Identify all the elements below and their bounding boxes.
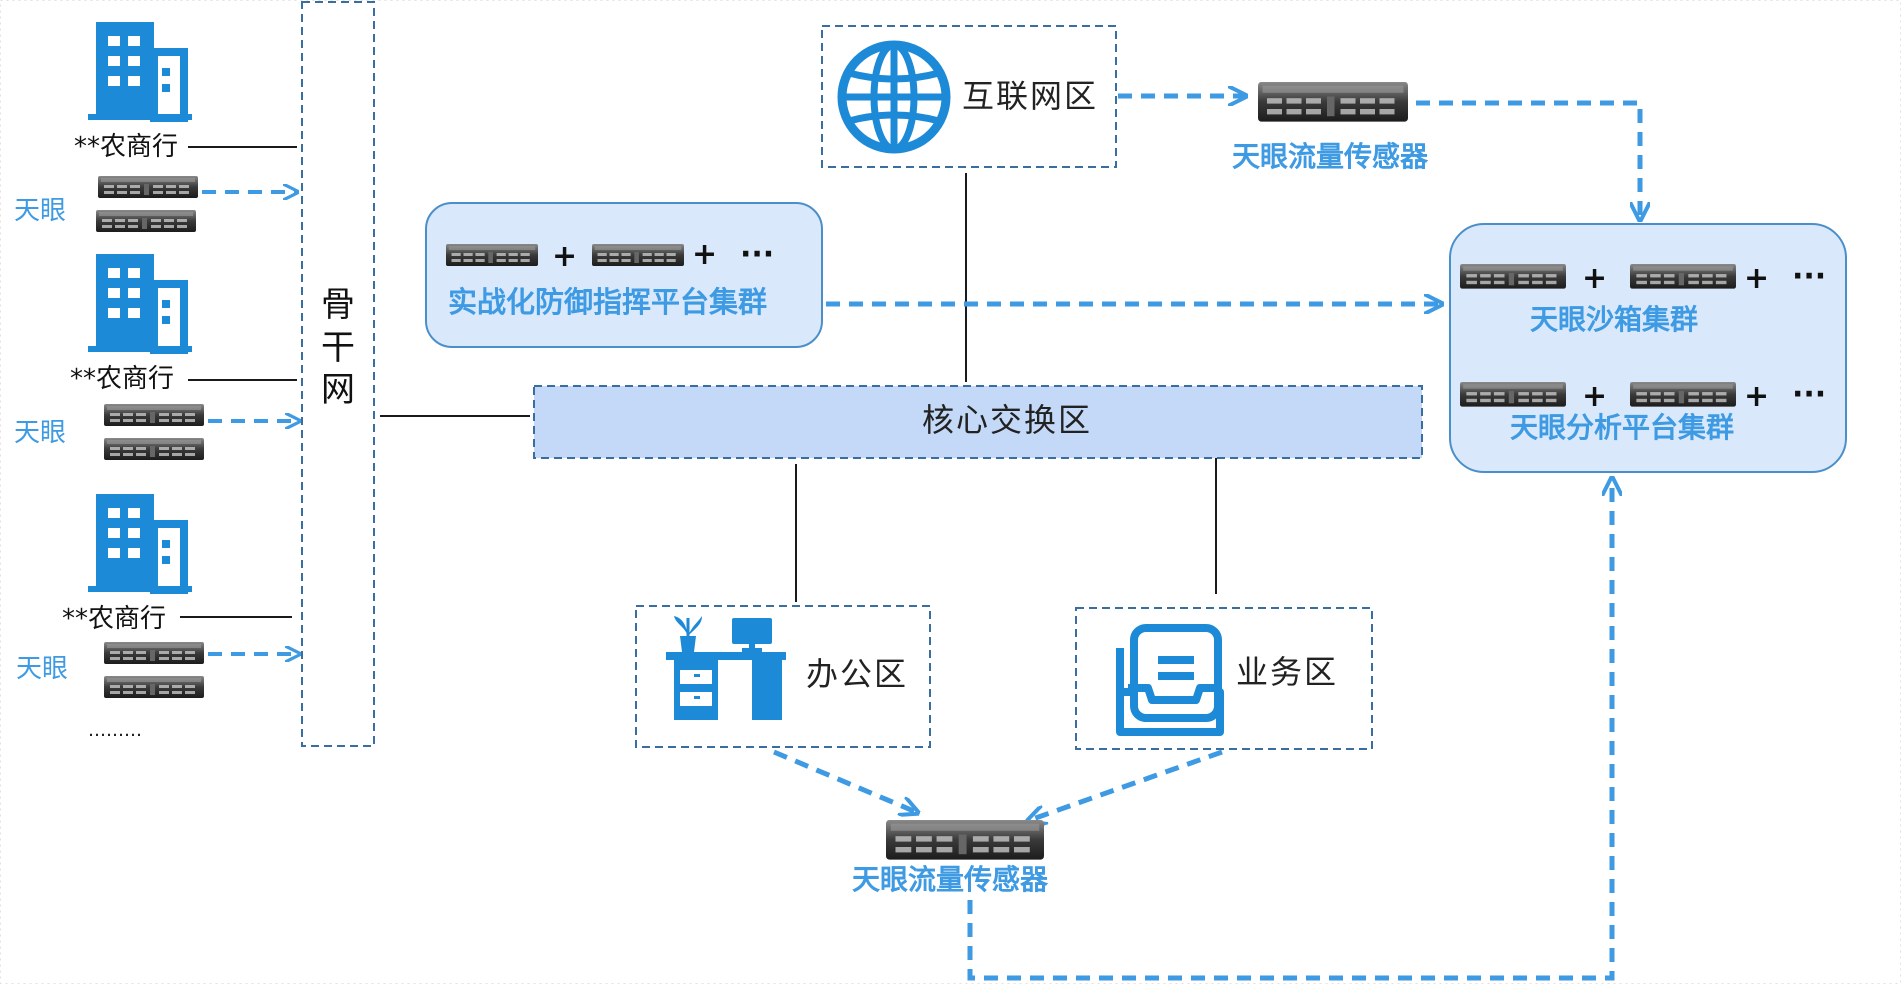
server-icon [104, 438, 204, 460]
business-zone-label: 业务区 [1236, 653, 1339, 691]
server-icon [104, 642, 204, 664]
bank-3-sensor-label: 天眼 [16, 654, 69, 684]
sensor-top-label: 天眼流量传感器 [1232, 140, 1429, 173]
analysis-more: ··· [1792, 377, 1827, 412]
internet-zone-label: 互联网区 [962, 77, 1099, 115]
server-icon [446, 244, 538, 266]
sensor-bottom-label: 天眼流量传感器 [852, 863, 1049, 896]
sandbox-plus-2: + [1744, 261, 1770, 296]
defense-cluster-panel [425, 202, 823, 348]
building-icon [88, 494, 192, 592]
defense-more: ··· [740, 237, 775, 272]
bank-2-name: **农商行 [70, 364, 175, 394]
server-icon [104, 676, 204, 698]
office-zone-label: 办公区 [806, 655, 909, 693]
server-icon [1460, 264, 1566, 289]
server-icon [1630, 264, 1736, 289]
core-zone-box [533, 385, 1423, 459]
building-icon [88, 22, 192, 120]
defense-plus-2: + [692, 237, 718, 272]
server-icon [592, 244, 684, 266]
backbone-label: 骨 干 网 [321, 285, 355, 410]
building-icon [88, 254, 192, 352]
bank-2 [88, 254, 298, 460]
business-zone-box [1075, 607, 1373, 750]
analysis-plus: + [1582, 379, 1608, 414]
document-tray-icon [1120, 628, 1220, 732]
globe-icon [842, 45, 946, 149]
sandbox-cluster-label: 天眼沙箱集群 [1530, 303, 1699, 336]
analysis-plus-2: + [1744, 379, 1770, 414]
office-desk-icon [664, 614, 788, 722]
analysis-cluster-label: 天眼分析平台集群 [1510, 411, 1735, 444]
bank-1-sensor-label: 天眼 [14, 196, 67, 226]
bank-1-name: **农商行 [74, 132, 179, 162]
server-icon [886, 820, 1044, 860]
server-icon [104, 404, 204, 426]
server-icon [98, 176, 198, 198]
internet-zone-box [821, 25, 1117, 168]
core-zone-label: 核心交换区 [922, 401, 1093, 439]
backbone-box [301, 1, 375, 747]
sandbox-plus: + [1582, 261, 1608, 296]
bank-2-sensor-label: 天眼 [14, 418, 67, 448]
defense-cluster-label: 实战化防御指挥平台集群 [448, 285, 768, 319]
sandbox-more: ··· [1792, 259, 1827, 294]
defense-plus-1: + [552, 239, 578, 274]
server-icon [1460, 382, 1566, 407]
server-icon [1630, 382, 1736, 407]
server-icon [1258, 82, 1408, 122]
server-icon [96, 210, 196, 232]
banks-more: ……… [88, 720, 142, 741]
bank-3-name: **农商行 [62, 604, 167, 634]
bank-1 [88, 22, 297, 232]
bank-3 [88, 494, 298, 698]
office-zone-box [635, 605, 931, 748]
